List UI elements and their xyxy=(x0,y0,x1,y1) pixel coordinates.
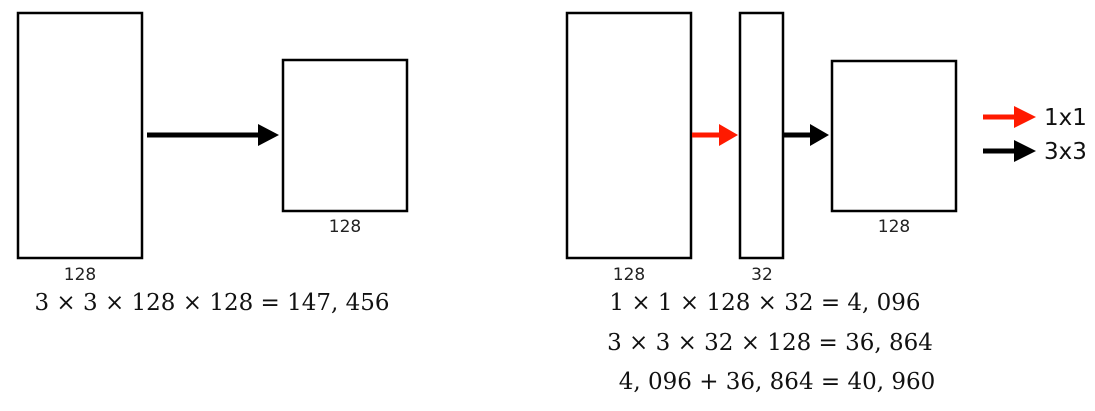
right-bottleneck-block xyxy=(738,11,785,260)
legend-label-1x1: 1x1 xyxy=(1044,105,1087,131)
right-formula-1x1: 1 × 1 × 128 × 32 = 4, 096 xyxy=(609,290,920,316)
left-3x3-arrow xyxy=(147,124,279,146)
left-diagram: 128 128 3 × 3 × 128 × 128 = 147, 456 xyxy=(16,11,409,316)
left-input-label: 128 xyxy=(64,265,96,285)
left-output-label: 128 xyxy=(329,217,361,237)
left-output-block xyxy=(281,58,409,213)
left-input-block xyxy=(16,11,144,260)
legend-item-1x1: 1x1 xyxy=(983,105,1087,131)
right-formula-total: 4, 096 + 36, 864 = 40, 960 xyxy=(619,369,936,395)
right-output-label: 128 xyxy=(878,217,910,237)
right-formula-3x3: 3 × 3 × 32 × 128 = 36, 864 xyxy=(607,330,933,356)
legend: 1x1 3x3 xyxy=(983,105,1087,165)
legend-black-arrowhead-icon xyxy=(1014,140,1036,162)
right-bottleneck-label: 32 xyxy=(751,265,773,285)
right-diagram: 128 32 128 1 × 1 × 128 × 32 = 4, 096 3 ×… xyxy=(565,11,958,395)
right-3x3-arrow xyxy=(784,124,829,146)
legend-red-arrowhead-icon xyxy=(1014,106,1036,128)
legend-item-3x3: 3x3 xyxy=(983,139,1087,165)
right-input-block xyxy=(565,11,693,260)
right-1x1-arrow xyxy=(692,124,738,146)
left-formula: 3 × 3 × 128 × 128 = 147, 456 xyxy=(34,290,389,316)
legend-label-3x3: 3x3 xyxy=(1044,139,1087,165)
right-output-block xyxy=(830,59,958,213)
right-input-label: 128 xyxy=(613,265,645,285)
